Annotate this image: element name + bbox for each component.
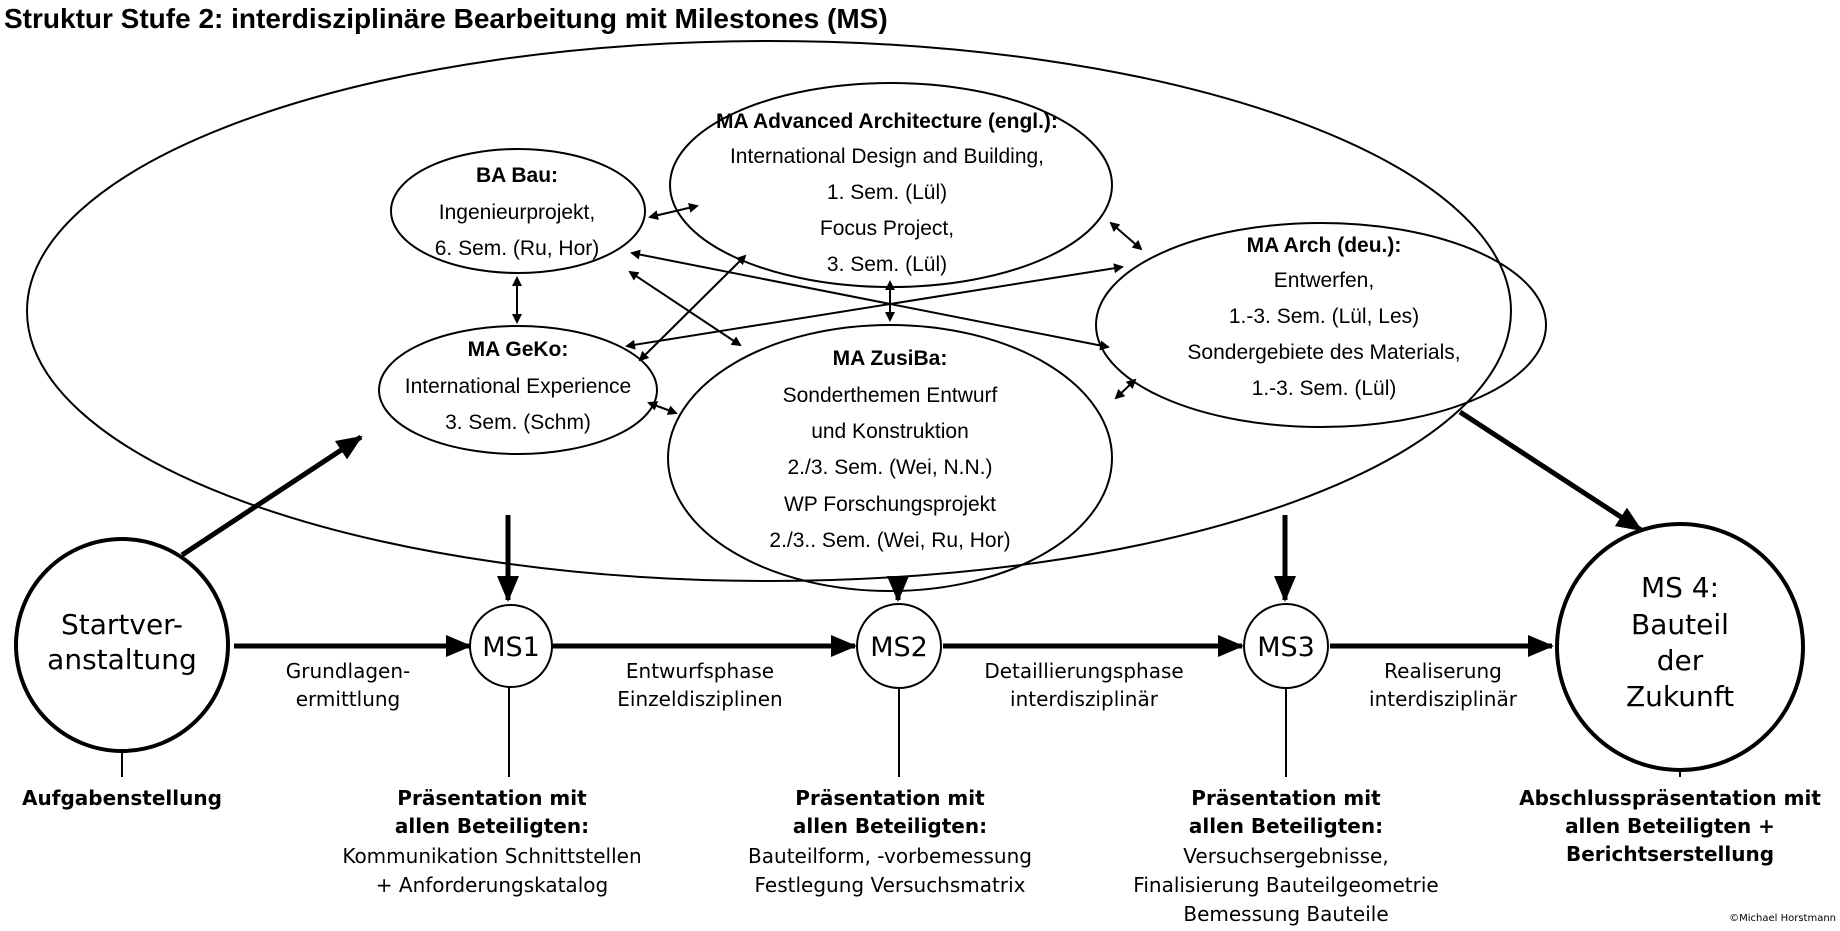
program-line: und Konstruktion bbox=[811, 420, 969, 443]
pres-ms3-bold: Präsentation mit bbox=[1191, 786, 1381, 810]
program-line: Sonderthemen Entwurf bbox=[783, 384, 998, 407]
pres-ms2-bold: allen Beteiligten: bbox=[793, 814, 987, 838]
phase-3-line: Detaillierungsphase bbox=[984, 659, 1183, 683]
pres-ms2-line: Bauteilform, -vorbemessung bbox=[748, 844, 1032, 868]
ms4-label: MS 4: Bauteil der Zukunft bbox=[1626, 571, 1734, 713]
program-line: 2./3. Sem. (Wei, N.N.) bbox=[788, 456, 993, 479]
arrow-scope-to-ms4 bbox=[1458, 409, 1643, 533]
pres-ms2-line: Festlegung Versuchsmatrix bbox=[755, 873, 1026, 897]
copyright-note: ©Michael Horstmann bbox=[1729, 913, 1836, 924]
start-line: Startver- bbox=[61, 608, 183, 641]
ellipse-ba-bau bbox=[390, 148, 646, 274]
program-line: Focus Project, bbox=[820, 217, 954, 240]
program-line: 1. Sem. (Lül) bbox=[827, 181, 947, 204]
pres-ms4-bold: allen Beteiligten + bbox=[1565, 814, 1775, 838]
program-line: 1.-3. Sem. (Lül, Les) bbox=[1229, 305, 1419, 328]
pres-ms4-bold: Berichtserstellung bbox=[1566, 842, 1774, 866]
phase-2-line: Entwurfsphase bbox=[626, 659, 774, 683]
phase-1-line: Grundlagen- bbox=[286, 659, 410, 683]
pres-ms2-bold: Präsentation mit bbox=[795, 786, 985, 810]
ms1-circle bbox=[469, 604, 553, 688]
diagram-title: Struktur Stufe 2: interdisziplinäre Bear… bbox=[4, 3, 888, 34]
program-line: International Experience bbox=[405, 375, 631, 398]
program-heading: MA GeKo: bbox=[468, 338, 569, 361]
ms1-label: MS1 bbox=[482, 632, 540, 663]
program-line: 6. Sem. (Ru, Hor) bbox=[435, 237, 600, 260]
program-ma-arch: MA Arch (deu.): Entwerfen, 1.-3. Sem. (L… bbox=[1187, 234, 1460, 400]
phase-4-line: interdisziplinär bbox=[1369, 687, 1518, 711]
link-babau-advanced bbox=[648, 202, 699, 221]
program-line: WP Forschungsprojekt bbox=[784, 493, 996, 516]
ms4-line: Zukunft bbox=[1626, 680, 1734, 713]
program-line: Sondergebiete des Materials, bbox=[1187, 341, 1460, 364]
program-heading: MA ZusiBa: bbox=[833, 347, 948, 370]
pres-ms1-line: Kommunikation Schnittstellen bbox=[342, 844, 641, 868]
link-geko-zusiba bbox=[647, 401, 678, 415]
pres-ms3-line: Finalisierung Bauteilgeometrie bbox=[1133, 873, 1438, 897]
start-circle bbox=[14, 537, 230, 753]
program-line: Entwerfen, bbox=[1274, 269, 1374, 292]
program-ma-advanced: MA Advanced Architecture (engl.): Intern… bbox=[716, 110, 1058, 276]
program-line: 3. Sem. (Lül) bbox=[827, 253, 947, 276]
program-line: 2./3.. Sem. (Wei, Ru, Hor) bbox=[769, 529, 1010, 552]
program-line: 1.-3. Sem. (Lül) bbox=[1252, 377, 1397, 400]
link-advanced-geko bbox=[638, 254, 747, 362]
start-line: anstaltung bbox=[47, 643, 197, 676]
phase-4-line: Realiserung bbox=[1384, 659, 1502, 683]
ms3-label: MS3 bbox=[1257, 632, 1315, 663]
ms4-circle bbox=[1555, 522, 1805, 772]
pres-ms1-bold: Präsentation mit bbox=[397, 786, 587, 810]
pres-start-line: Aufgabenstellung bbox=[22, 786, 222, 810]
program-ba-bau: BA Bau: Ingenieurprojekt, 6. Sem. (Ru, H… bbox=[435, 164, 600, 260]
start-label: Startver- anstaltung bbox=[47, 608, 197, 676]
ellipse-ma-geko bbox=[378, 325, 658, 455]
link-babau-zusiba bbox=[628, 270, 742, 347]
pres-ms1-bold: allen Beteiligten: bbox=[395, 814, 589, 838]
ms2-label: MS2 bbox=[870, 632, 928, 663]
program-heading: MA Arch (deu.): bbox=[1247, 234, 1402, 257]
link-advanced-arch bbox=[1109, 221, 1143, 251]
phase-3-line: interdisziplinär bbox=[1010, 687, 1159, 711]
program-heading: BA Bau: bbox=[476, 164, 558, 187]
program-ma-zusiba: MA ZusiBa: Sonderthemen Entwurf und Kons… bbox=[769, 347, 1010, 552]
pres-ms1-line: + Anforderungskatalog bbox=[376, 873, 608, 897]
link-arch-zusiba bbox=[1114, 378, 1137, 400]
program-heading: MA Advanced Architecture (engl.): bbox=[716, 110, 1058, 133]
ms4-line: Bauteil bbox=[1631, 608, 1729, 641]
link-geko-arch bbox=[625, 263, 1124, 350]
ms4-line: der bbox=[1657, 644, 1704, 677]
scope-ellipse bbox=[26, 40, 1512, 582]
program-line: International Design and Building, bbox=[730, 145, 1044, 168]
program-line: 3. Sem. (Schm) bbox=[445, 411, 591, 434]
phase-2-line: Einzeldisziplinen bbox=[617, 687, 782, 711]
ms4-line: MS 4: bbox=[1641, 571, 1719, 604]
pres-ms3-bold: allen Beteiligten: bbox=[1189, 814, 1383, 838]
program-line: Ingenieurprojekt, bbox=[439, 201, 595, 224]
pres-ms3-line: Versuchsergebnisse, bbox=[1183, 844, 1388, 868]
arrow-start-to-scope bbox=[180, 434, 363, 558]
pres-ms3-line: Bemessung Bauteile bbox=[1183, 902, 1388, 926]
phase-1-line: ermittlung bbox=[296, 687, 401, 711]
pres-ms4-bold: Abschlusspräsentation mit bbox=[1519, 786, 1821, 810]
program-ma-geko: MA GeKo: International Experience 3. Sem… bbox=[405, 338, 631, 434]
